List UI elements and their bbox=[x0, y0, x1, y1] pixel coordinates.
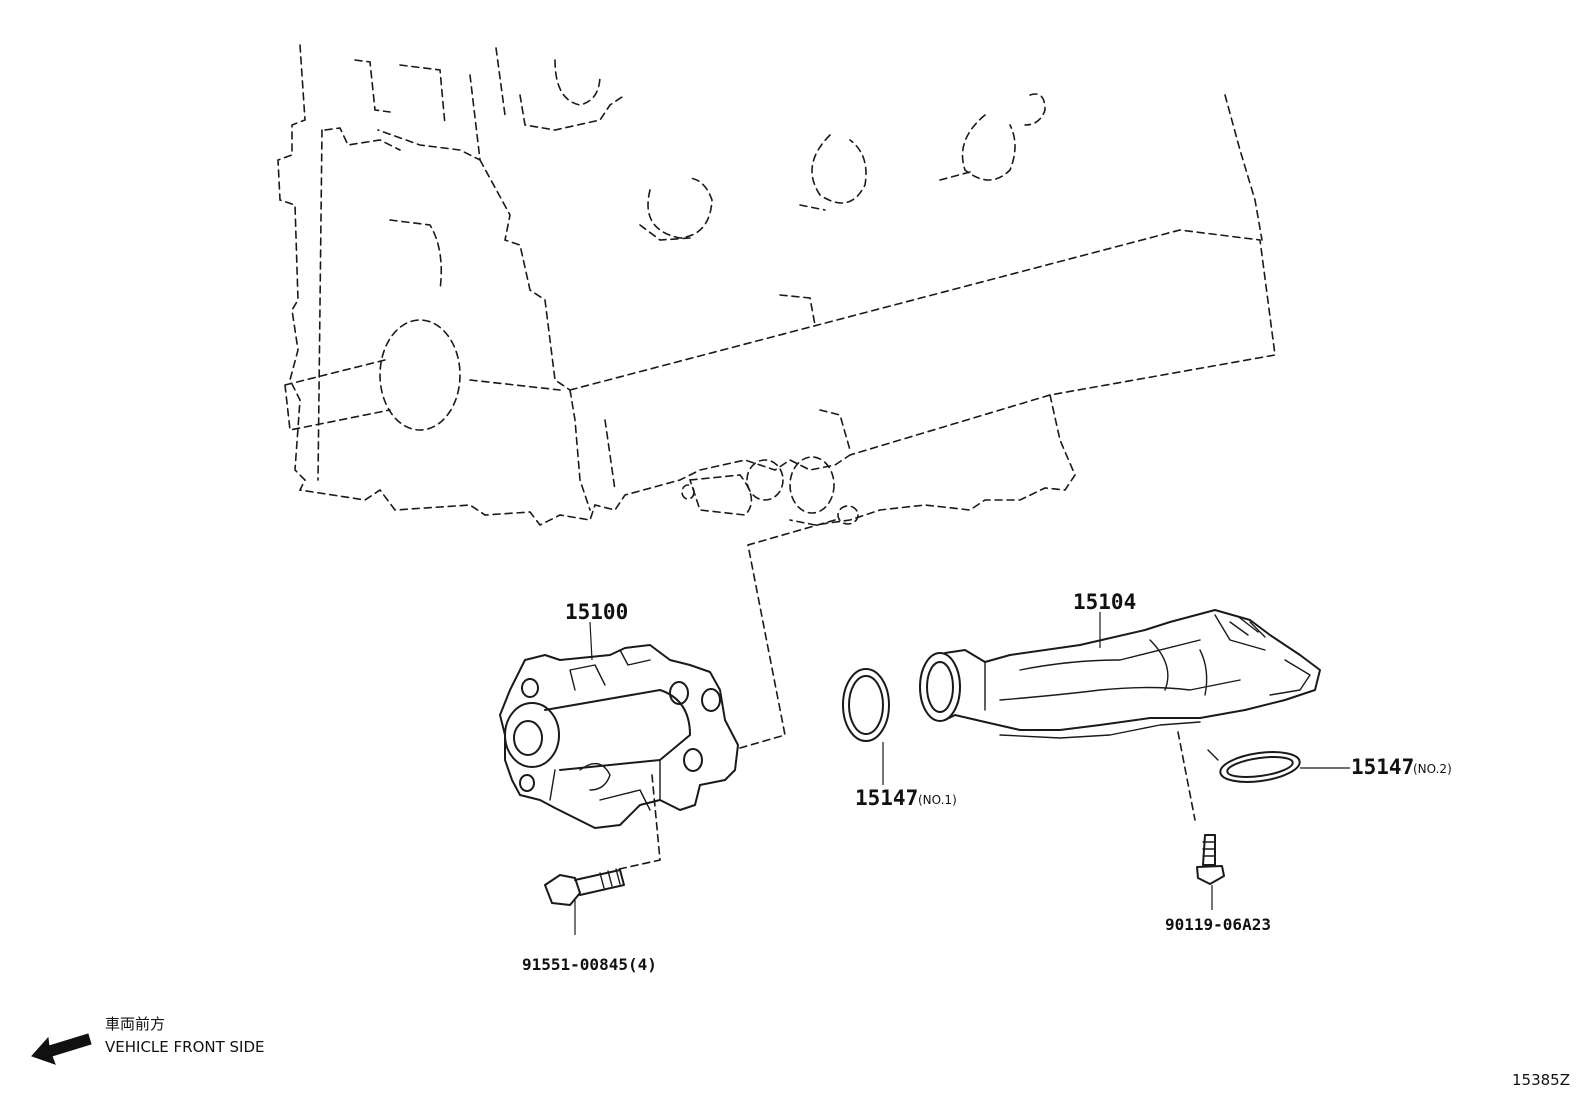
front-direction-legend: 車両前方 VEHICLE FRONT SIDE bbox=[31, 1015, 265, 1065]
legend-japanese: 車両前方 bbox=[105, 1015, 165, 1033]
callout-15147-no1-note: (NO.1) bbox=[918, 793, 957, 807]
leader-lines bbox=[574, 612, 1350, 935]
strainer-bolt-90119[interactable] bbox=[1196, 834, 1225, 885]
callout-90119-06a23: 90119-06A23 bbox=[1165, 915, 1271, 934]
strainer-bolt-install-path bbox=[1177, 731, 1196, 821]
oil-strainer-15104[interactable] bbox=[919, 609, 1321, 739]
left-arrow-icon bbox=[31, 1033, 92, 1065]
gasket-no1-15147[interactable] bbox=[842, 668, 890, 742]
oil-pump-15100[interactable] bbox=[499, 644, 739, 829]
legend-english: VEHICLE FRONT SIDE bbox=[105, 1038, 265, 1056]
illustration-code: 15385Z bbox=[1512, 1071, 1570, 1089]
pump-bolt-91551[interactable] bbox=[544, 868, 625, 906]
callout-15104: 15104 bbox=[1073, 590, 1136, 614]
callout-15147-no2-note: (NO.2) bbox=[1413, 762, 1452, 776]
engine-block-illustration bbox=[277, 44, 1276, 527]
pump-bolt-install-path bbox=[614, 774, 661, 871]
callout-15147-no2: 15147 bbox=[1351, 755, 1414, 779]
callout-15100: 15100 bbox=[565, 600, 628, 624]
callout-15147-no1: 15147 bbox=[855, 786, 918, 810]
pump-install-path bbox=[739, 519, 836, 749]
gasket-no2-15147[interactable] bbox=[1207, 748, 1302, 787]
callout-91551-00845: 91551-00845(4) bbox=[522, 955, 657, 974]
